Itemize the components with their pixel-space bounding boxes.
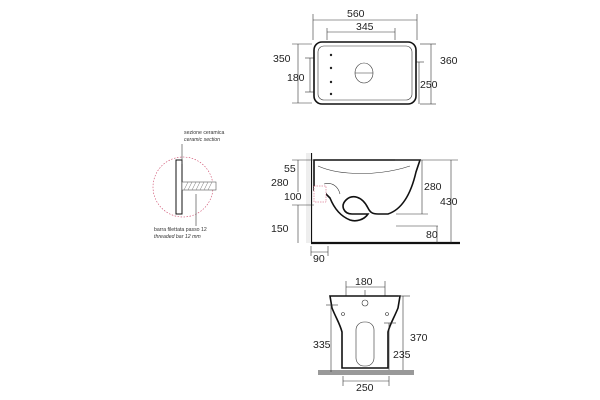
label-bar-it: barra filettata passo 12: [154, 227, 207, 233]
side-view: 55 280 100 150 90 280 430 80: [271, 153, 460, 265]
top-view: 560 345 350 180 360 250: [273, 8, 458, 105]
label-section-it: sezione ceramica: [184, 130, 224, 136]
dim-bottom-width: 250: [356, 382, 374, 394]
ceramic-section-detail: sezione ceramica ceramic section barra f…: [152, 130, 224, 240]
dim-left-depth: 350: [273, 53, 291, 65]
dim-front-right-height: 370: [410, 332, 428, 344]
dim-pipe-offset: 100: [284, 191, 302, 203]
dim-left-inner: 180: [287, 72, 305, 84]
toilet-side-profile: [313, 159, 422, 222]
toilet-front-profile: [329, 295, 401, 369]
dim-overall-width: 560: [347, 8, 365, 20]
dim-upper-height: 280: [271, 177, 289, 189]
dim-front-left-height: 335: [313, 339, 331, 351]
dim-top-width: 180: [355, 276, 373, 288]
dim-right-total: 430: [440, 196, 458, 208]
front-view: 180 335 370 235 250: [313, 276, 428, 394]
dim-seat-width: 345: [356, 21, 374, 33]
label-section-en: ceramic section: [184, 137, 220, 143]
dim-top-offset: 55: [284, 163, 296, 175]
dim-right-depth: 360: [440, 55, 458, 67]
dim-right-upper: 280: [424, 181, 442, 193]
dim-right-inner: 250: [420, 79, 438, 91]
dim-right-bottom: 80: [426, 229, 438, 241]
dim-floor-clearance: 150: [271, 223, 289, 235]
dim-wall-gap: 90: [313, 253, 325, 265]
label-bar-en: threaded bar 12 mm: [154, 234, 201, 240]
dim-front-right-inner: 235: [393, 349, 411, 361]
